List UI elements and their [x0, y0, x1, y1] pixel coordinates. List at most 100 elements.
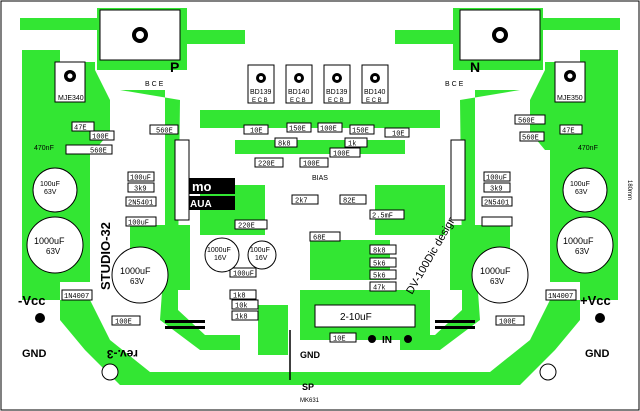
mid-caps: [204, 237, 277, 273]
copper-trace-right: [550, 140, 612, 154]
copper-trace-top-right: [540, 18, 620, 30]
cap-inner-left-v: 63V: [130, 277, 145, 286]
r-100e-bottom-left: 100E: [115, 319, 132, 327]
power-transistor-left-label: P: [170, 59, 179, 75]
r-8k8-top: 8k8: [278, 141, 291, 149]
cap-inner-right-val: 1000uF: [480, 266, 511, 276]
r-1k8-b: 1k8: [235, 314, 248, 322]
input-pads: [368, 335, 412, 343]
r-82e: 82E: [343, 198, 356, 206]
r-5k6-a: 5k6: [373, 261, 386, 269]
bd-transistors: [247, 64, 389, 104]
cap-right-top-val: 100uF: [570, 181, 590, 188]
bd3-label: BD139: [326, 89, 348, 96]
c-100uf-16v: 100uF: [250, 247, 270, 254]
r-47e-right: 47E: [562, 128, 575, 136]
r-10k-mid: 10k: [235, 303, 248, 311]
diode-left-body: [61, 289, 93, 301]
power-transistor-right-label: N: [470, 59, 480, 75]
diode-right-body: [545, 289, 577, 301]
bd2-label: BD140: [288, 89, 310, 96]
studio-label: STUDIO-32: [98, 222, 113, 290]
r-1k8-a: 1k8: [233, 293, 246, 301]
c-100uf-mid: 100uF: [233, 271, 254, 279]
copper-mid-bar2: [235, 140, 405, 154]
input-cap-body: [314, 304, 416, 328]
r-10e-right: 10E: [392, 131, 405, 139]
r-3k9-left: 3k9: [134, 186, 147, 194]
r-100e-mid2: 100E: [303, 161, 320, 169]
r-150e-left: 150E: [289, 126, 306, 134]
cap-right-bottom-val: 1000uF: [563, 236, 594, 246]
c-2-5mf: 2.5mF: [372, 213, 393, 221]
logo: [180, 178, 235, 210]
c-16v-mid2: 16V: [255, 255, 268, 262]
copper-trace-top-mid-l: [185, 30, 245, 44]
sp-label: SP: [302, 382, 314, 392]
r-10e-left: 10E: [250, 128, 263, 136]
cap-left-top-val: 100uF: [40, 181, 60, 188]
bd4-label: BD140: [364, 89, 386, 96]
mid-component-boxes: [111, 137, 525, 343]
cap-left-bottom-val: 1000uF: [34, 236, 65, 246]
logo-line2: AUA: [190, 199, 212, 210]
c-100uf-left: 100uF: [130, 175, 151, 183]
cap-470nf-right: 470nF: [578, 145, 598, 152]
resistor-labels-top: [65, 114, 583, 155]
cap-inner-right-v: 63V: [490, 277, 505, 286]
cap-right-bottom-v: 63V: [575, 247, 590, 256]
power-transistor-left: [99, 9, 181, 61]
r-100e-mid3: 100E: [333, 151, 350, 159]
r-5k6-b: 5k6: [373, 273, 386, 281]
driver-left-label: MJE340: [58, 95, 84, 102]
r-560e-right-a: 560E: [518, 118, 535, 126]
copper-sp-block: [258, 305, 288, 355]
r-100e-bottom-right: 100E: [499, 319, 516, 327]
c-100uf-right: 100uF: [486, 175, 507, 183]
c-100uf-left-2: 100uF: [128, 220, 149, 228]
side-text: 180mm: [626, 180, 632, 200]
power-pins-right: B C E: [445, 81, 464, 88]
r-150e-right: 150E: [352, 128, 369, 136]
r-220e-mid: 220E: [258, 161, 275, 169]
r-68e: 68E: [313, 235, 326, 243]
cap-470nf-left: 470nF: [34, 145, 54, 152]
bd2-pins: E C B: [290, 98, 306, 104]
r-8k8-low: 8k8: [373, 248, 386, 256]
bias-label: BIAS: [312, 175, 328, 182]
gnd-label-left: GND: [22, 348, 47, 360]
copper-trace-top-left: [20, 18, 100, 30]
pad-strips: [165, 139, 475, 329]
copper-trace-top-mid-r: [395, 30, 455, 44]
diode-right-label: 1N4007: [548, 293, 573, 301]
c-16v-mid: 16V: [214, 255, 227, 262]
power-pins-left: B C E: [145, 81, 164, 88]
q-2n5401-left: 2N5401: [128, 200, 153, 208]
c-1000uf-mid: 1000uF: [207, 247, 231, 254]
r-47k: 47k: [373, 285, 386, 293]
r-100e-left: 100E: [92, 134, 109, 142]
bd3-pins: E C B: [328, 98, 344, 104]
cap-left-bottom-v: 63V: [46, 247, 61, 256]
corner-text: MK631: [300, 398, 320, 404]
cap-inner-left-val: 1000uF: [120, 266, 151, 276]
r-560e-left-a: 560E: [90, 148, 107, 156]
r-10e-input: 10E: [333, 336, 346, 344]
driver-right: [554, 61, 586, 103]
logo-line1: mo: [192, 179, 212, 194]
small-parts-left: [125, 171, 513, 227]
cap-right-top-v: 63V: [575, 189, 588, 196]
cap-left-top-v: 63V: [44, 189, 57, 196]
r-47e-left: 47E: [74, 125, 87, 133]
r-100e-mid: 100E: [320, 126, 337, 134]
r-3k9-right: 3k9: [490, 186, 503, 194]
r-560e-left-b: 560E: [156, 128, 173, 136]
input-cap-label: 2-10uF: [340, 312, 372, 323]
gnd-label-right: GND: [585, 348, 610, 360]
bd1-label: BD139: [250, 89, 272, 96]
vcc-pos-label: +Vcc: [580, 293, 611, 308]
rev-label: rev.-3: [107, 347, 138, 361]
driver-right-label: MJE350: [557, 95, 583, 102]
